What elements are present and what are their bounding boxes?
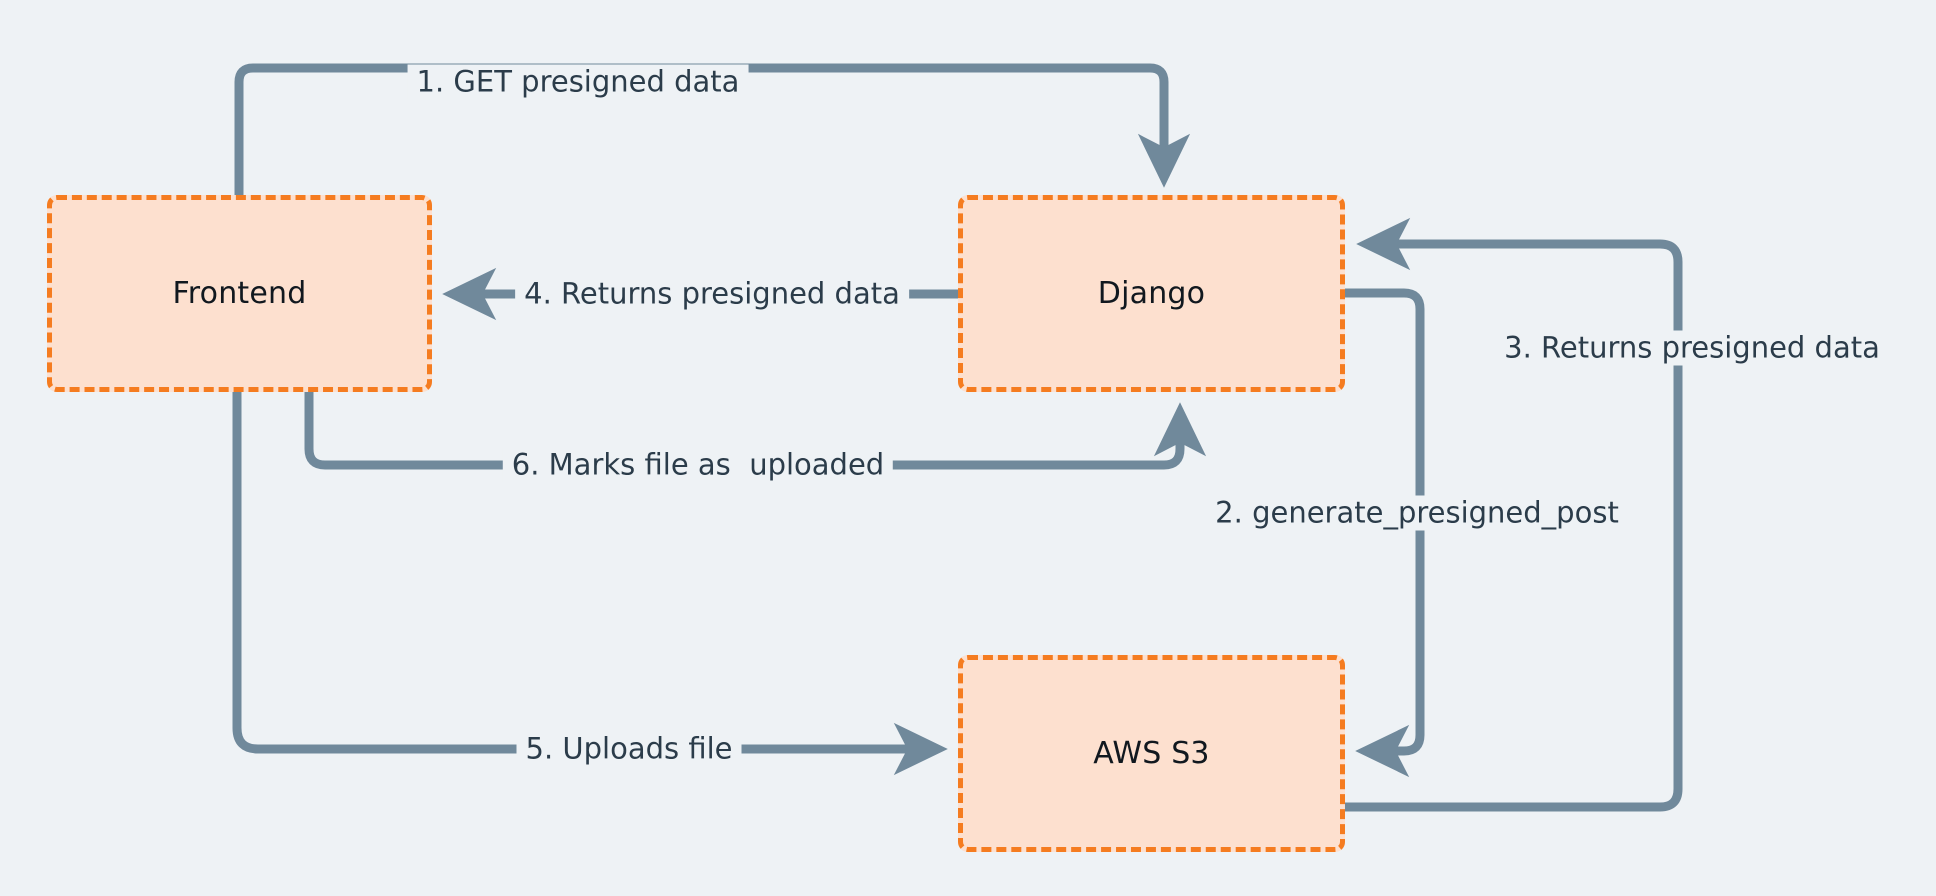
node-django[interactable]: Django: [958, 195, 1345, 392]
node-frontend[interactable]: Frontend: [47, 195, 432, 392]
node-django-label: Django: [1097, 276, 1206, 311]
edge-label-3: 3. Returns presigned data: [1495, 330, 1889, 366]
edge-label-2: 2. generate_presigned_post: [1206, 495, 1628, 531]
node-aws-s3[interactable]: AWS S3: [958, 655, 1345, 852]
edge-label-4: 4. Returns presigned data: [515, 276, 909, 312]
edge-label-6: 6. Marks file as uploaded: [502, 447, 894, 483]
edge-label-5: 5. Uploads file: [516, 731, 742, 767]
node-aws-s3-label: AWS S3: [1093, 736, 1210, 771]
node-frontend-label: Frontend: [172, 276, 307, 311]
edge-label-1: 1. GET presigned data: [407, 64, 749, 100]
edge-3-path: [1340, 217, 1683, 812]
edge-5-path: [232, 387, 948, 776]
